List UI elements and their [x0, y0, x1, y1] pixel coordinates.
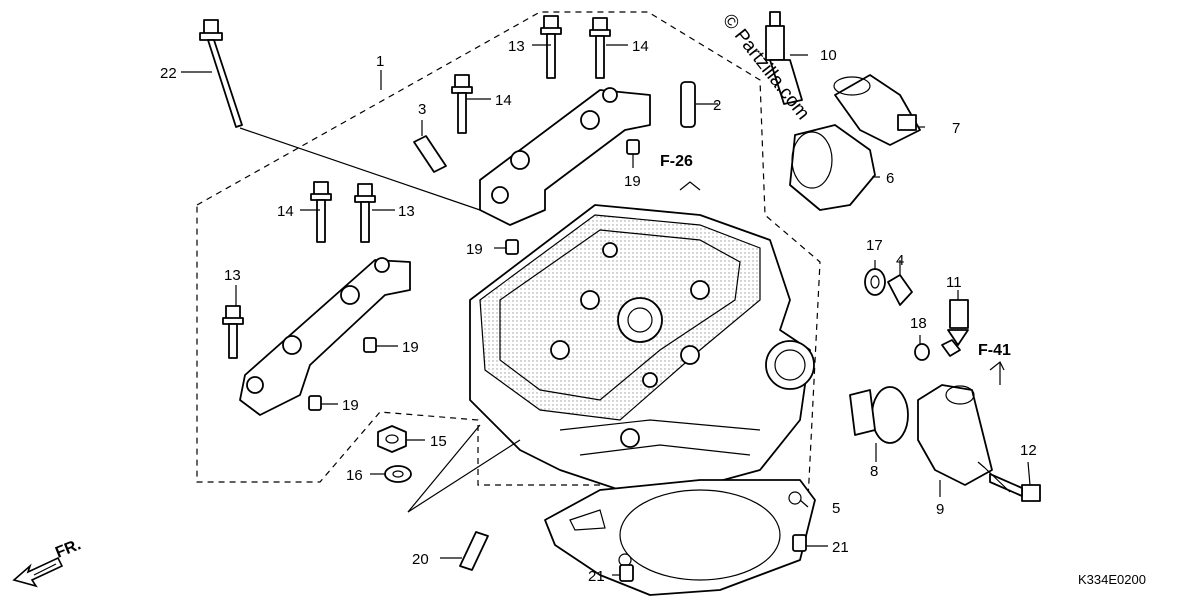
callout-label: 8	[870, 463, 878, 480]
camshaft-holder-upper[interactable]	[479, 87, 651, 226]
dowel-pin[interactable]	[505, 239, 519, 255]
callout-label: 19	[624, 173, 641, 190]
callout-label: 14	[632, 38, 649, 55]
thermostat-cover[interactable]	[917, 384, 993, 486]
callout-label: 10	[820, 47, 837, 64]
bolt-14-upper[interactable]	[589, 17, 611, 79]
callout-label: 9	[936, 501, 944, 518]
callout-label: 3	[418, 101, 426, 118]
washer[interactable]	[384, 465, 412, 483]
reference-label-f41: F-41	[978, 342, 1011, 359]
callout-label: 13	[508, 38, 525, 55]
callout-label: 16	[346, 467, 363, 484]
front-arrow-icon	[12, 556, 64, 588]
thermostat[interactable]	[849, 386, 909, 444]
callout-label: 1	[376, 53, 384, 70]
bolt-14-left[interactable]	[310, 181, 332, 243]
callout-label: 19	[466, 241, 483, 258]
valve-guide[interactable]	[680, 81, 696, 128]
bolt-13-left[interactable]	[354, 183, 376, 243]
callout-label: 12	[1020, 442, 1037, 459]
spark-plug[interactable]	[765, 11, 803, 105]
camshaft-holder-lower[interactable]	[239, 257, 411, 416]
diagram-code: K334E0200	[1078, 572, 1146, 587]
callout-label: 17	[866, 237, 883, 254]
callout-label: 15	[430, 433, 447, 450]
bolt-12[interactable]	[989, 473, 1041, 502]
insulator[interactable]	[789, 124, 876, 211]
callout-label: 14	[495, 92, 512, 109]
front-direction-marker: FR.	[12, 536, 83, 588]
dowel-pin[interactable]	[363, 337, 377, 353]
front-label: FR.	[53, 536, 83, 561]
sealing-washer-small[interactable]	[914, 343, 930, 361]
dowel-pin-21[interactable]	[792, 534, 807, 552]
callout-label: 4	[896, 252, 904, 269]
plug[interactable]	[887, 274, 913, 306]
callout-label: 22	[160, 65, 177, 82]
callout-label: 11	[946, 274, 962, 291]
callout-label: 5	[832, 500, 840, 517]
callout-label: 19	[342, 397, 359, 414]
sealing-washer[interactable]	[864, 268, 886, 296]
long-bolt[interactable]	[199, 19, 243, 128]
temperature-sensor[interactable]	[941, 299, 969, 357]
callout-label: 6	[886, 170, 894, 187]
bolt-13-upper[interactable]	[540, 15, 562, 79]
callout-label: 2	[713, 97, 721, 114]
callout-label: 13	[398, 203, 415, 220]
callout-label: 21	[588, 568, 605, 585]
reference-label-f26: F-26	[660, 153, 693, 170]
callout-label: 21	[832, 539, 849, 556]
callout-label: 7	[952, 120, 960, 137]
callout-label: 20	[412, 551, 429, 568]
insulator-band[interactable]	[833, 74, 921, 146]
valve-guide[interactable]	[413, 135, 447, 173]
dowel-pin[interactable]	[626, 139, 640, 155]
stud-bolt[interactable]	[459, 531, 489, 571]
callout-label: 14	[277, 203, 294, 220]
leader-lines	[181, 44, 1031, 576]
dowel-pin-21[interactable]	[619, 564, 634, 582]
bolt-13-lower[interactable]	[222, 305, 244, 359]
dowel-pin[interactable]	[308, 395, 322, 411]
callout-label: 13	[224, 267, 241, 284]
callout-label: 19	[402, 339, 419, 356]
bolt-14-mid[interactable]	[451, 74, 473, 134]
nut[interactable]	[377, 425, 407, 453]
cylinder-head[interactable]	[469, 204, 815, 501]
callout-label: 18	[910, 315, 927, 332]
cylinder-head-gasket[interactable]	[544, 479, 816, 596]
